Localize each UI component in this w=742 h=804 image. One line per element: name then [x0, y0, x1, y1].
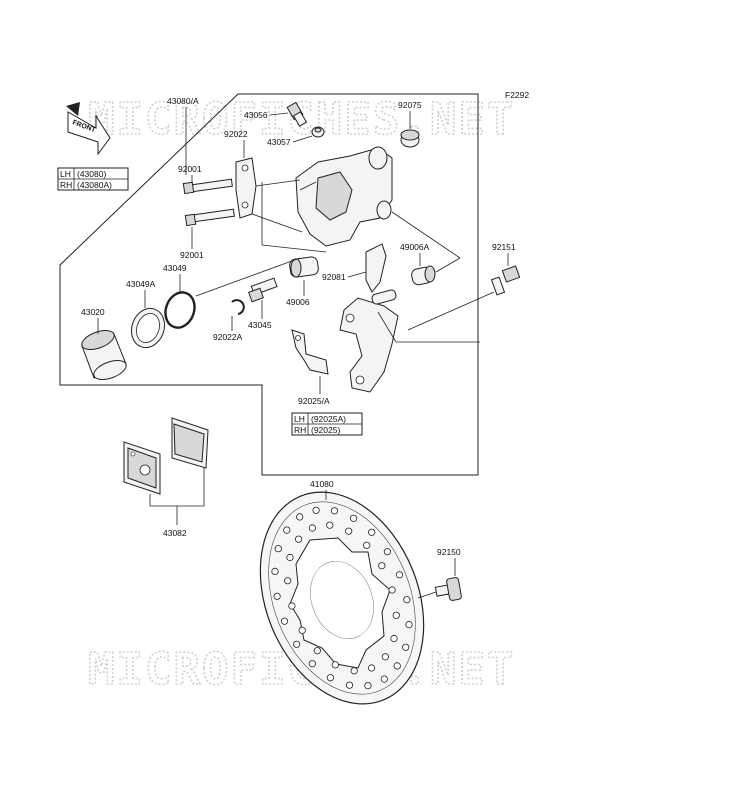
disc-vent-hole — [312, 506, 320, 514]
disc-vent-hole — [402, 643, 410, 651]
plate-table-code-rh: (92025) — [311, 425, 340, 435]
label-43045: 43045 — [248, 320, 272, 330]
disc-vent-hole — [363, 541, 371, 549]
disc-vent-hole — [367, 664, 376, 672]
label-49006: 49006 — [286, 297, 310, 307]
disc-vent-hole — [330, 507, 339, 515]
brake-pad-front — [123, 441, 161, 495]
caliper-table-code-lh: (43080) — [77, 169, 106, 179]
pad-plate — [291, 329, 329, 375]
label-92075: 92075 — [398, 100, 422, 110]
disc-vent-hole — [392, 611, 400, 619]
disc-vent-hole — [288, 602, 296, 610]
disc-vent-hole — [273, 592, 281, 600]
bracket-plate — [235, 157, 257, 219]
disc-vent-hole — [364, 682, 372, 690]
disc-vent-hole — [349, 514, 358, 522]
caliper-side-table: LH (43080) RH (43080A) — [57, 167, 129, 191]
caliper-table-code-rh: (43080A) — [77, 180, 112, 190]
disc-vent-hole — [381, 653, 389, 661]
caliper-body — [295, 146, 393, 247]
disc-vent-hole — [294, 535, 303, 543]
plate-table-code-lh: (92025A) — [311, 414, 346, 424]
label-92022A: 92022A — [213, 332, 243, 342]
plate-table-side-lh: LH — [294, 414, 305, 424]
bolt-92150 — [434, 577, 462, 601]
disc-vent-hole — [368, 528, 376, 536]
caliper-assembly-outline — [59, 93, 479, 476]
pad-spring — [365, 243, 387, 293]
boot-92075 — [400, 129, 420, 148]
disc-vent-hole — [390, 634, 398, 643]
disc-vent-hole — [292, 640, 301, 648]
disc-vent-hole — [274, 545, 282, 553]
bolt-upper — [182, 178, 233, 195]
plate-table-side-rh: RH — [294, 425, 306, 435]
plate-side-table: LH (92025A) RH (92025) — [291, 412, 363, 436]
clip-92022A — [231, 299, 245, 315]
disc-vent-hole — [350, 667, 358, 675]
disc-vent-hole — [388, 586, 396, 594]
label-92025A: 92025/A — [298, 396, 330, 406]
label-41080: 41080 — [310, 479, 334, 489]
disc-vent-hole — [298, 626, 306, 634]
label-92001-upper: 92001 — [178, 164, 202, 174]
label-92022: 92022 — [224, 129, 248, 139]
bolt-lower — [184, 208, 235, 227]
disc-vent-hole — [308, 660, 316, 668]
disc-vent-hole — [284, 577, 292, 585]
label-49006A: 49006A — [400, 242, 430, 252]
label-43020: 43020 — [81, 307, 105, 317]
disc-vent-hole — [345, 527, 353, 535]
label-43080A: 43080/A — [167, 96, 199, 106]
disc-vent-hole — [393, 662, 401, 670]
disc-vent-hole — [326, 674, 334, 682]
figure-code: F2292 — [505, 90, 529, 100]
disc-vent-hole — [271, 567, 279, 576]
disc-vent-hole — [395, 571, 404, 579]
disc-vent-hole — [286, 553, 294, 562]
boot-49006 — [289, 256, 319, 278]
disc-vent-hole — [280, 617, 289, 625]
disc-vent-hole — [383, 548, 391, 556]
bleeder-cap — [311, 126, 325, 138]
brake-disc — [259, 491, 425, 705]
label-43049A: 43049A — [126, 279, 156, 289]
caliper-table-side-lh: LH — [60, 169, 71, 179]
label-43082: 43082 — [163, 528, 187, 538]
label-92151: 92151 — [492, 242, 516, 252]
disc-vent-hole — [405, 620, 413, 629]
brake-pad-rear — [171, 417, 209, 469]
caliper-piston — [81, 329, 127, 381]
disc-vent-hole — [380, 675, 388, 683]
disc-vent-hole — [283, 526, 291, 534]
disc-vent-hole — [403, 596, 411, 604]
disc-vent-hole — [345, 681, 354, 689]
slide-pin — [248, 277, 278, 303]
label-43057: 43057 — [267, 137, 291, 147]
disc-vent-hole — [326, 521, 334, 529]
label-92150: 92150 — [437, 547, 461, 557]
label-43056: 43056 — [244, 110, 268, 120]
disc-vent-hole — [378, 562, 386, 570]
caliper-bracket — [339, 289, 399, 393]
disc-vent-hole — [313, 647, 321, 655]
boot-49006A — [411, 265, 436, 286]
dust-seal — [130, 307, 166, 349]
disc-vent-hole — [308, 524, 316, 532]
bleeder-valve — [286, 101, 308, 127]
label-92081: 92081 — [322, 272, 346, 282]
front-arrow-icon: FRONT — [66, 102, 111, 156]
label-43049: 43049 — [163, 263, 187, 273]
disc-vent-hole — [296, 513, 304, 521]
bolt-92151 — [490, 265, 521, 296]
disc-vent-hole — [331, 661, 339, 669]
caliper-table-side-rh: RH — [60, 180, 72, 190]
label-92001-lower: 92001 — [180, 250, 204, 260]
piston-seal — [164, 291, 196, 329]
